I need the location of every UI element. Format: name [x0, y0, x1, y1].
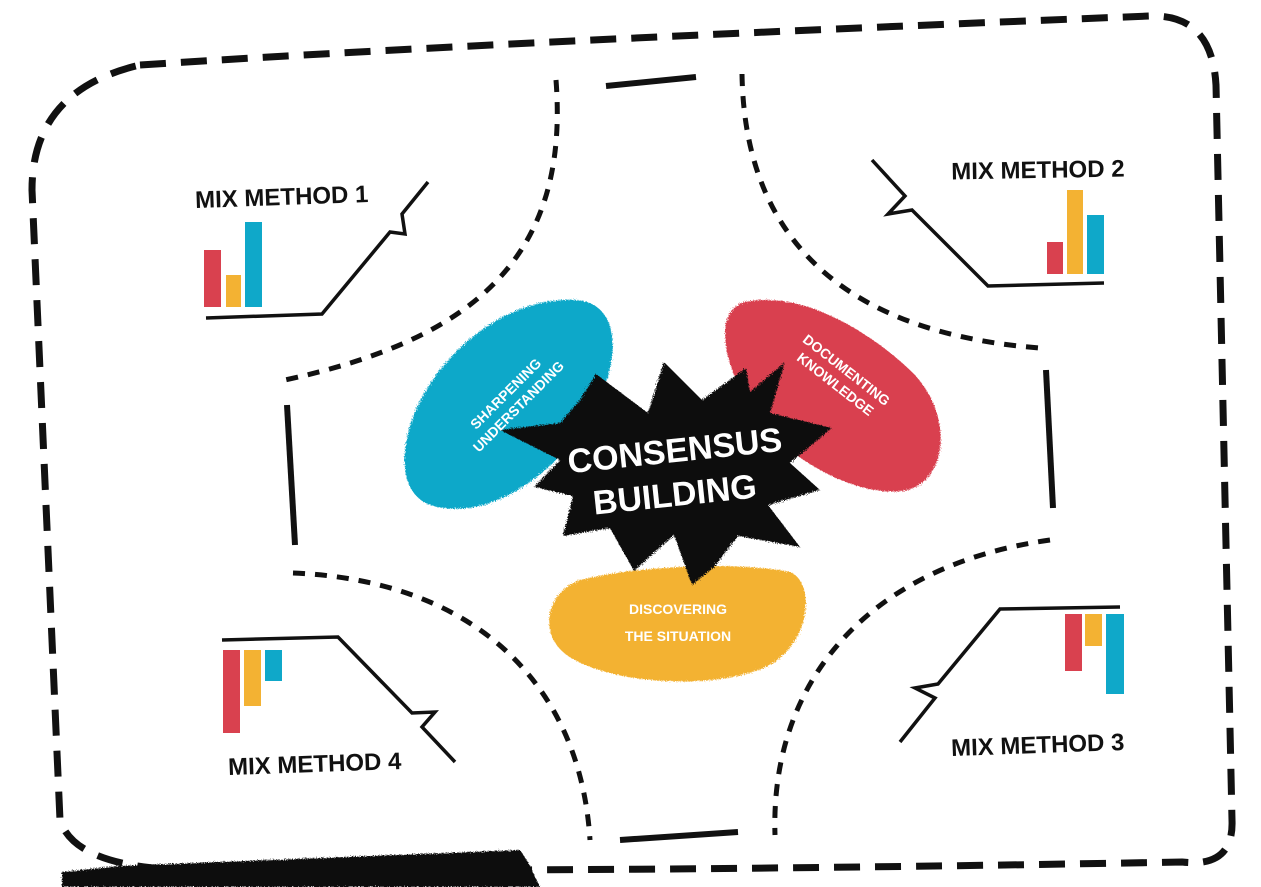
inner-curve-top-right	[739, 73, 1041, 351]
petal-sharpening-understanding	[404, 299, 613, 509]
connector-top	[605, 74, 697, 89]
bar-chart-icon-method-4	[223, 650, 282, 733]
outer-dashed-frame	[28, 12, 1236, 874]
bar-chart-icon-method-3	[1065, 614, 1124, 694]
inner-curve-bottom-right	[772, 537, 1051, 836]
connector-left	[284, 404, 298, 546]
callout-method-4	[221, 635, 457, 764]
label-mix-method-2: MIX METHOD 2	[951, 155, 1125, 185]
connector-bottom	[619, 829, 739, 843]
consensus-star	[500, 362, 832, 585]
torn-paper-strip	[62, 850, 540, 887]
petal-discovering-line-2: THE SITUATION	[625, 628, 731, 644]
petal-discovering-situation	[549, 566, 806, 682]
bar-chart-icon-method-2	[1047, 190, 1104, 274]
label-mix-method-3: MIX METHOD 3	[951, 729, 1125, 762]
inner-curve-top-left	[284, 79, 560, 383]
callout-method-3	[898, 605, 1121, 744]
callout-method-1	[205, 180, 430, 320]
bar-chart-icon-method-1	[204, 222, 262, 307]
label-mix-method-4: MIX METHOD 4	[228, 748, 403, 781]
connector-right	[1043, 369, 1056, 509]
label-mix-method-1: MIX METHOD 1	[195, 181, 369, 214]
callout-method-2	[870, 158, 1105, 288]
petal-documenting-knowledge	[725, 299, 941, 492]
petal-discovering-line-1: DISCOVERING	[629, 601, 727, 617]
inner-curve-bottom-left	[292, 570, 593, 841]
